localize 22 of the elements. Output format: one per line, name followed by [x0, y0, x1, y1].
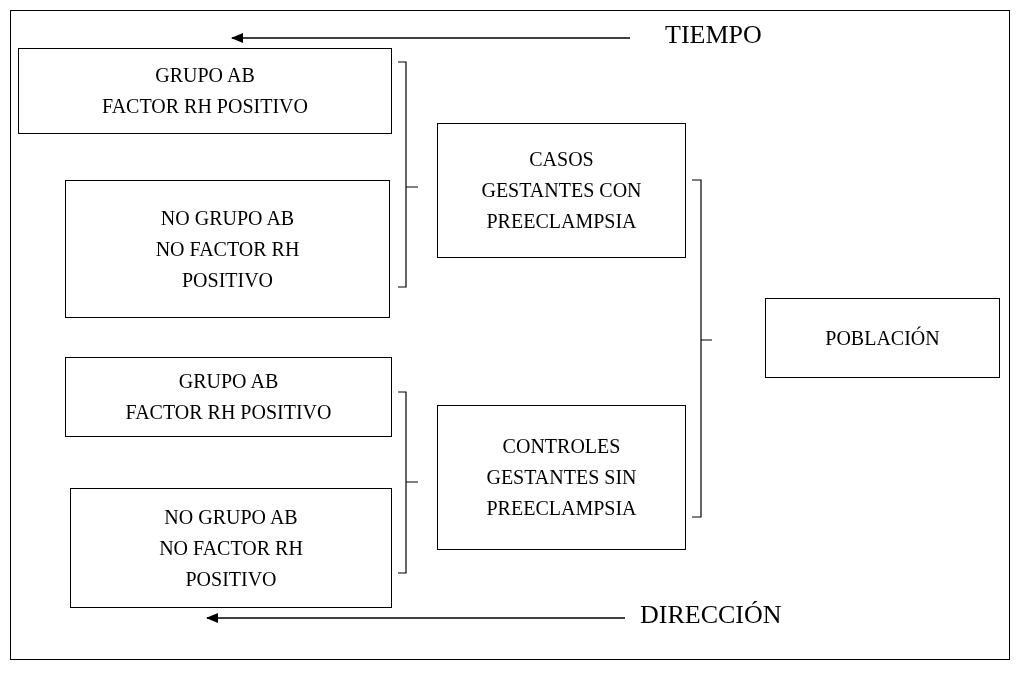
process-box — [18, 48, 392, 134]
process-box — [437, 123, 686, 258]
axis-label: TIEMPO — [665, 20, 762, 50]
process-box — [765, 298, 1000, 378]
process-box — [65, 180, 390, 318]
box-text: NO GRUPO AB — [164, 504, 298, 530]
process-box — [65, 357, 392, 437]
box-text: FACTOR RH POSITIVO — [125, 400, 332, 425]
axis-label: DIRECCIÓN — [640, 600, 782, 630]
process-box — [437, 405, 686, 550]
box-text: CONTROLES — [502, 434, 621, 459]
box-text: CASOS — [529, 147, 594, 172]
box-text: GESTANTES CON PREECLAMPSIA — [480, 178, 643, 234]
process-box — [70, 488, 392, 608]
box-text: GRUPO AB — [178, 369, 279, 394]
box-text: NO FACTOR RH POSITIVO — [154, 236, 301, 293]
box-text: GESTANTES SIN PREECLAMPSIA — [485, 465, 638, 521]
box-text: NO GRUPO AB — [160, 205, 295, 231]
box-text: GRUPO AB — [155, 63, 255, 88]
box-text: NO FACTOR RH POSITIVO — [158, 535, 304, 592]
box-text: FACTOR RH POSITIVO — [102, 94, 308, 119]
box-text: POBLACIÓN — [825, 325, 940, 351]
